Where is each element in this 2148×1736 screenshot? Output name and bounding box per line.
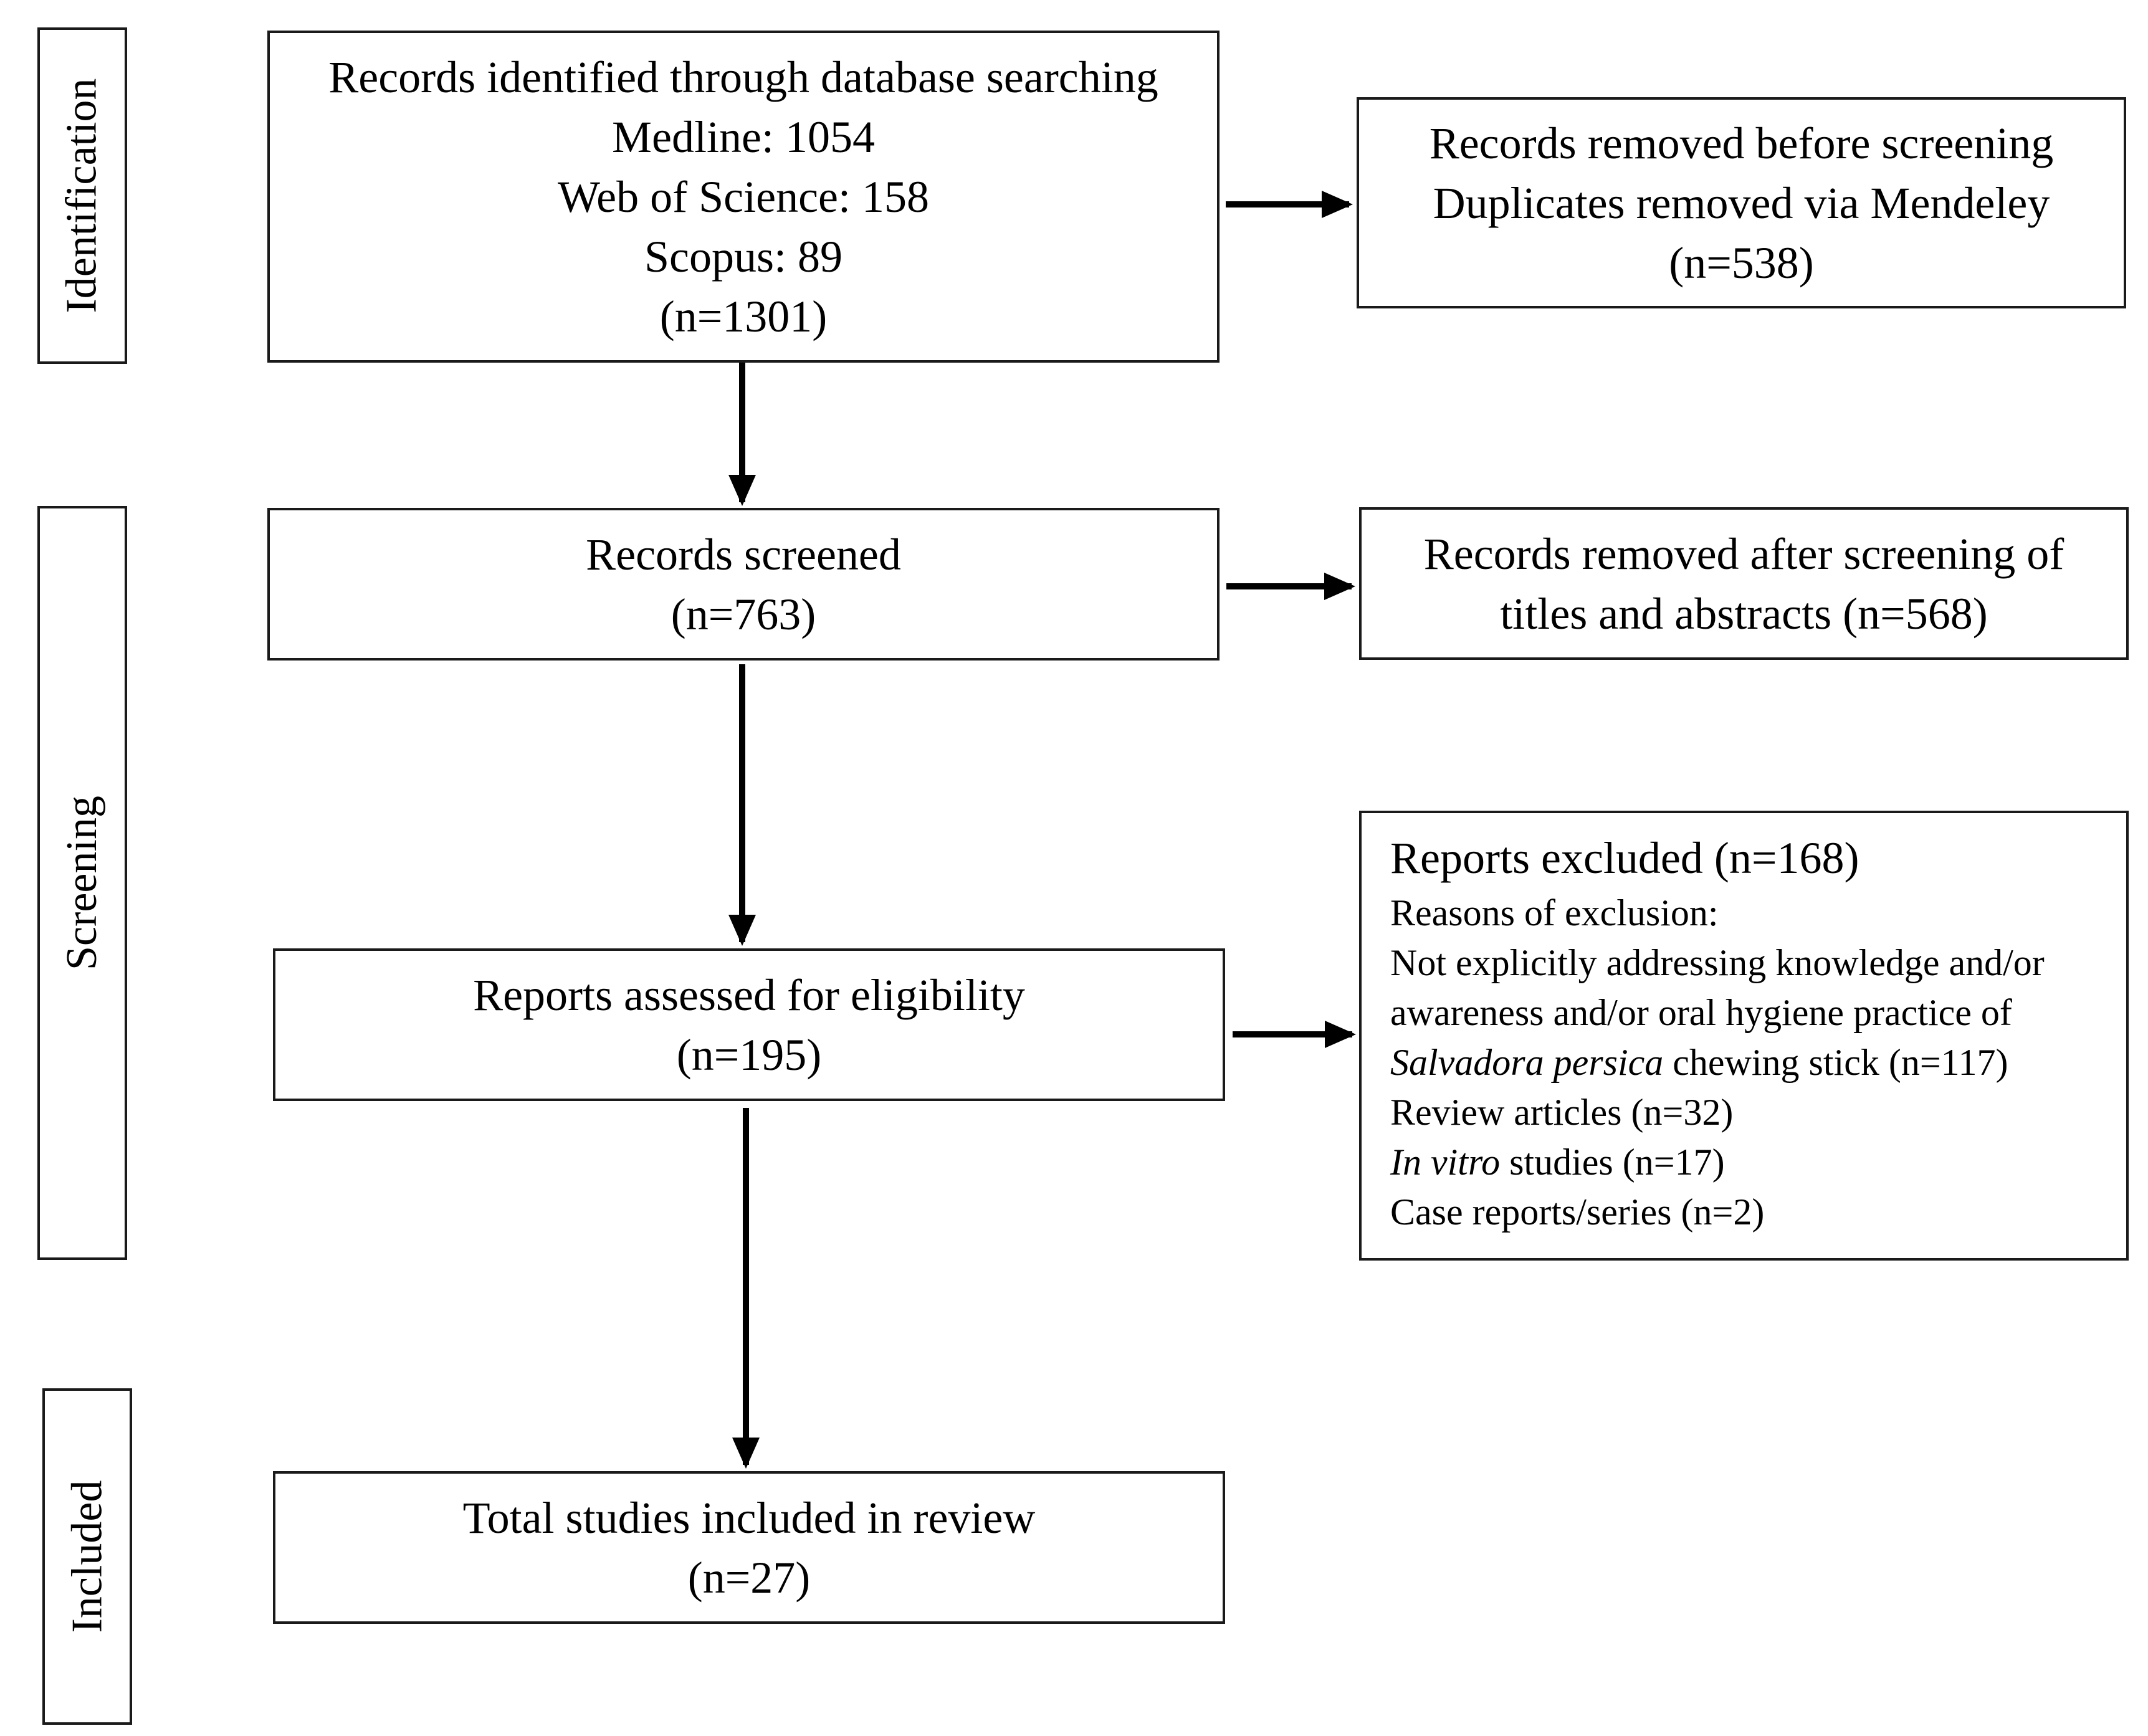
web-of-science-count: Web of Science: 158	[557, 171, 929, 222]
records-screened-title: Records screened	[586, 529, 901, 579]
exclusion-reason-4: Case reports/series (n=2)	[1390, 1191, 1765, 1233]
total-included-count: (n=27)	[687, 1552, 811, 1603]
reports-assessed-box: Reports assessed for eligibility (n=195)	[273, 948, 1225, 1101]
duplicates-removed-text: Duplicates removed via Mendeley	[1433, 178, 2050, 228]
records-identified-box: Records identified through database sear…	[267, 31, 1220, 363]
records-identified-total: (n=1301)	[659, 291, 828, 341]
records-removed-before-box: Records removed before screening Duplica…	[1357, 97, 2126, 308]
records-identified-title: Records identified through database sear…	[328, 52, 1158, 102]
stage-included: Included	[42, 1388, 132, 1725]
reports-assessed-count: (n=195)	[676, 1029, 822, 1080]
scopus-count: Scopus: 89	[644, 231, 843, 282]
total-included-box: Total studies included in review (n=27)	[273, 1471, 1225, 1624]
exclusion-reason-1-count: chewing stick (n=117)	[1663, 1042, 2008, 1083]
exclusion-reason-1-line-2: awareness and/or oral hygiene practice o…	[1390, 992, 2012, 1033]
records-screened-box: Records screened (n=763)	[267, 508, 1220, 661]
exclusion-reason-1-line-1: Not explicitly addressing knowledge and/…	[1390, 942, 2045, 983]
medline-count: Medline: 1054	[612, 112, 875, 162]
records-screened-count: (n=763)	[671, 589, 816, 639]
exclusion-reason-1-line-3: Salvadora persica chewing stick (n=117)	[1390, 1037, 2126, 1087]
total-included-title: Total studies included in review	[462, 1492, 1036, 1543]
records-removed-after-line2: titles and abstracts (n=568)	[1500, 588, 1988, 639]
records-removed-before-count: (n=538)	[1669, 237, 1814, 288]
stage-screening: Screening	[37, 506, 127, 1260]
exclusion-reason-3: In vitro studies (n=17)	[1390, 1137, 2126, 1187]
salvadora-persica-text: Salvadora persica	[1390, 1042, 1664, 1083]
exclusion-reason-2: Review articles (n=32)	[1390, 1092, 1734, 1133]
reports-assessed-title: Reports assessed for eligibility	[473, 970, 1025, 1020]
reports-excluded-box: Reports excluded (n=168) Reasons of excl…	[1359, 811, 2129, 1261]
stage-identification: Identification	[37, 27, 127, 364]
exclusion-reasons-label: Reasons of exclusion:	[1390, 892, 1719, 933]
in-vitro-text: In vitro	[1390, 1142, 1501, 1183]
records-removed-before-title: Records removed before screening	[1429, 118, 2054, 168]
records-removed-after-line1: Records removed after screening of	[1423, 528, 2064, 579]
exclusion-reason-3-count: studies (n=17)	[1500, 1142, 1725, 1183]
records-removed-after-box: Records removed after screening of title…	[1359, 507, 2129, 660]
reports-excluded-title: Reports excluded (n=168)	[1390, 833, 1859, 883]
